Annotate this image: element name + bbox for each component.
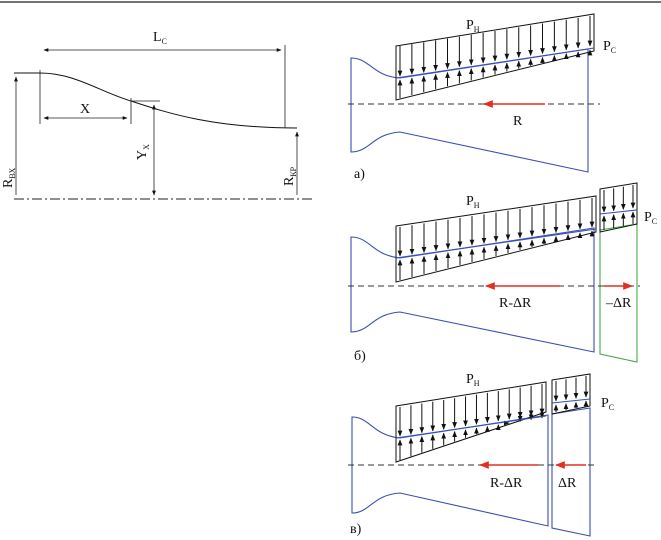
nozzle-wall-line (395, 47, 595, 79)
nozzle-body-v (351, 414, 549, 527)
nozzle-contour (14, 72, 298, 129)
thrust-label-b: R-ΔR (499, 296, 532, 311)
nozzle-wall-line (395, 415, 547, 439)
throat-radius-label: RКР (282, 166, 298, 186)
pressure-band-ext-v (551, 373, 591, 415)
outer-pressure-label-a: PН (466, 18, 480, 34)
pressure-band-ext-b (599, 182, 638, 233)
x-label: X (80, 102, 90, 117)
nozzle-wall-line (395, 228, 597, 259)
caption-a: а) (354, 167, 365, 182)
thrust-label-v: R-ΔR (490, 476, 523, 491)
pressure-arrows-ext-b (599, 185, 638, 230)
nozzle-extension-v (551, 407, 591, 537)
pressure-arrows-v (395, 384, 547, 460)
removed-part-b (599, 223, 638, 363)
pressure-band-v (395, 381, 547, 463)
inlet-radius-label: RВХ (1, 168, 17, 188)
lc-label: LC (153, 30, 167, 46)
outer-pressure-label-v: PН (466, 372, 480, 388)
delta-label-b: –ΔR (605, 296, 632, 311)
pressure-arrows-ext-v (551, 376, 591, 412)
contour-figure: LC X YX RВХ RКР (1, 30, 312, 200)
caption-b: б) (354, 349, 366, 364)
nozzle-body-a (350, 48, 589, 173)
panel-a: R PН PС а) (348, 13, 616, 182)
exit-pressure-label-v: PС (601, 396, 614, 412)
panel-v: R-ΔR ΔR PН PС в) (348, 372, 614, 537)
nozzle-wall-line (599, 209, 638, 215)
pressure-arrows-b (395, 198, 597, 280)
exit-pressure-label-a: PС (603, 39, 616, 55)
delta-label-v: ΔR (558, 476, 577, 491)
pressure-arrows-a (395, 16, 595, 98)
exit-pressure-label-b: PС (644, 210, 657, 226)
yx-label: YX (135, 144, 151, 160)
panel-b: R-ΔR –ΔR PН PС б) (348, 182, 657, 364)
nozzle-body-b (350, 227, 595, 353)
pressure-band-b (395, 195, 597, 283)
outer-pressure-label-b: PН (466, 194, 480, 210)
caption-v: в) (350, 522, 362, 537)
thrust-label-a: R (513, 114, 523, 129)
nozzle-wall-line (551, 398, 591, 404)
pressure-band-a (395, 13, 595, 101)
